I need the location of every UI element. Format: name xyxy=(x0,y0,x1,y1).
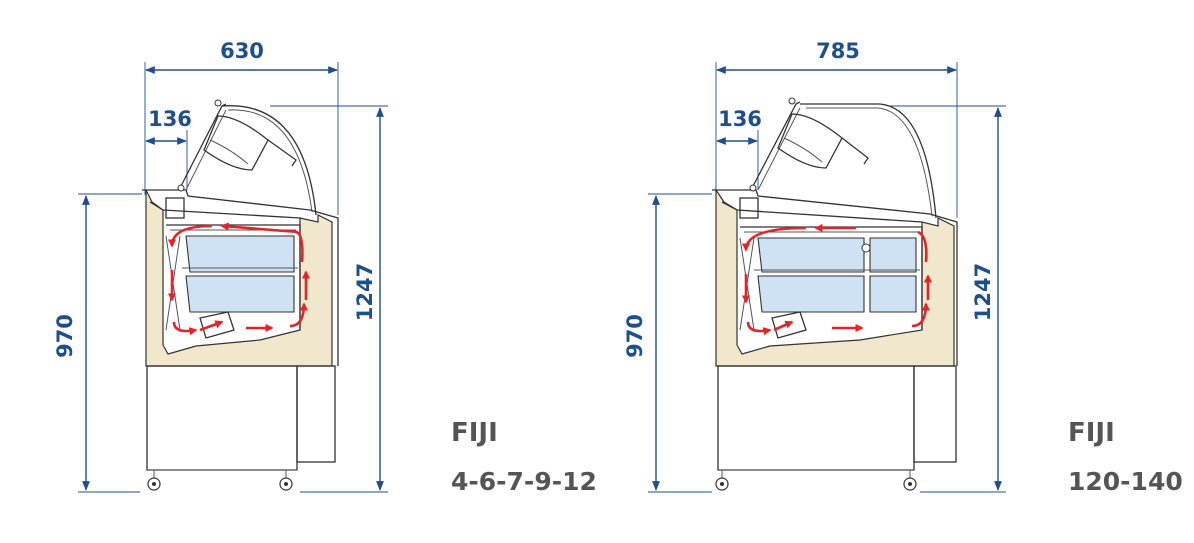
dim-total-height-label: 1247 xyxy=(971,263,995,321)
model-range: 120-140 xyxy=(1068,467,1183,496)
tray-upper xyxy=(185,235,295,273)
display-case-drawing xyxy=(712,97,958,491)
display-case-drawing xyxy=(142,99,339,491)
model-name: FIJI xyxy=(451,418,498,448)
wheel-left xyxy=(147,470,161,491)
diagram-fiji-120-140: 785 136 970 1247 xyxy=(623,39,1183,496)
lower-stand xyxy=(146,365,298,471)
dimension-lines xyxy=(648,62,1006,493)
airflow-arrows xyxy=(167,222,311,336)
dim-counter-height-label: 970 xyxy=(53,314,77,358)
dim-depth-label: 630 xyxy=(220,39,264,63)
wheel-left xyxy=(715,470,729,491)
dimension-lines xyxy=(78,62,388,493)
curved-glass xyxy=(221,105,317,216)
airflow-arrows xyxy=(741,223,933,336)
dim-depth-label: 785 xyxy=(816,39,860,63)
tray-upper-right xyxy=(869,237,917,273)
tray-upper-left xyxy=(757,237,865,273)
diagram-fiji-4-12: 630 136 970 1247 xyxy=(53,39,597,496)
tray-lower-left xyxy=(757,275,865,313)
dim-total-height-label: 1247 xyxy=(353,263,377,321)
tray-lower-right xyxy=(869,275,917,313)
dim-overhang-label: 136 xyxy=(148,107,192,131)
dim-counter-height-label: 970 xyxy=(623,314,647,358)
curved-glass xyxy=(800,103,937,219)
wheel-right xyxy=(903,470,917,491)
wheel-right xyxy=(279,470,293,491)
model-range: 4-6-7-9-12 xyxy=(451,467,597,496)
tray-lower xyxy=(185,275,295,313)
dim-overhang-label: 136 xyxy=(718,107,762,131)
lower-stand xyxy=(717,365,915,471)
model-name: FIJI xyxy=(1068,418,1115,448)
